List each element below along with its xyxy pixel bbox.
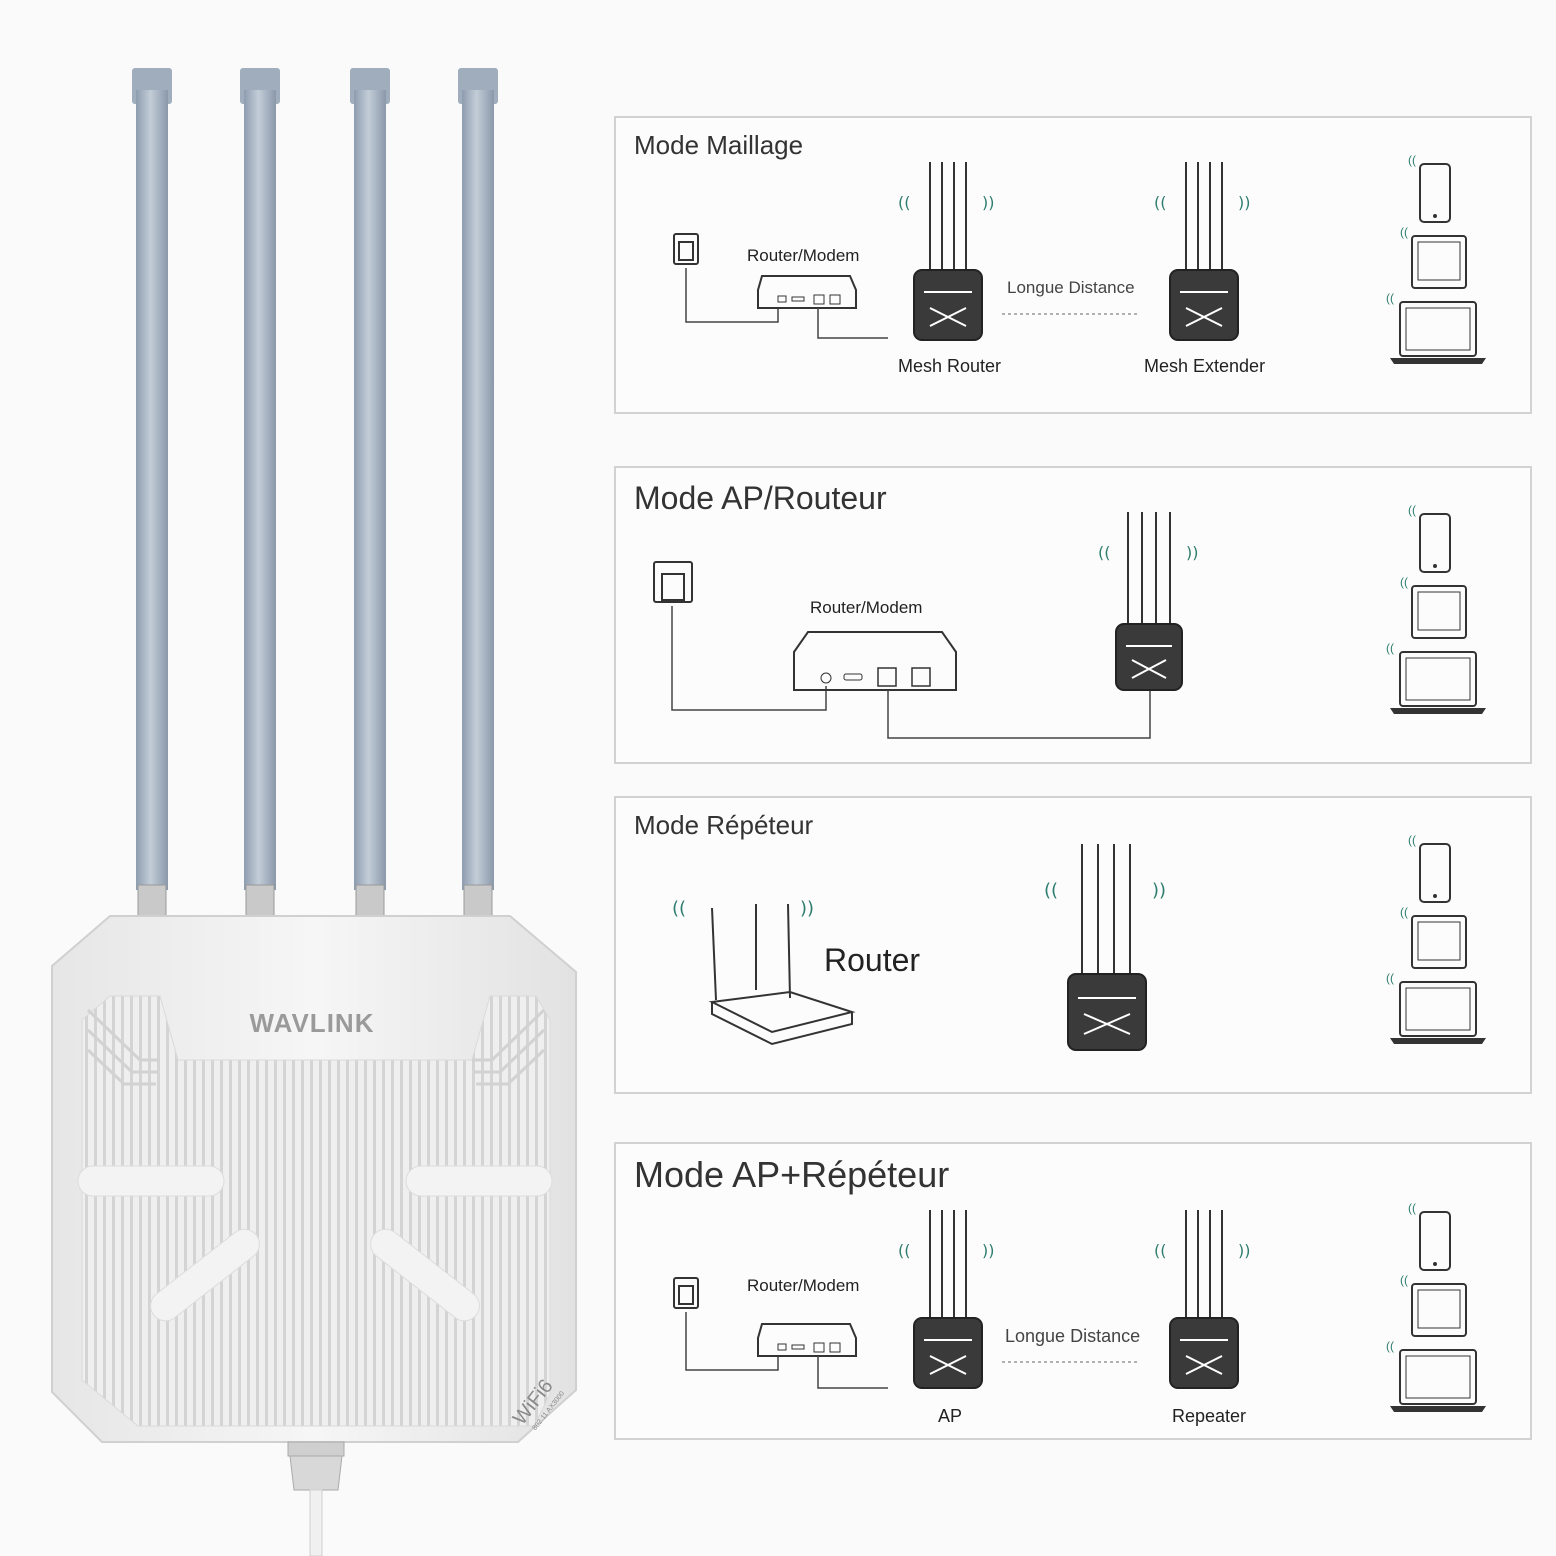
- distance-label: Longue Distance: [1005, 1326, 1141, 1346]
- ap-label: AP: [938, 1406, 963, 1426]
- mesh-extender-icon: (( )): [1154, 162, 1250, 341]
- svg-text:((: ((: [1154, 193, 1166, 212]
- tablet-icon: ((: [1400, 905, 1467, 969]
- laptop-icon: ((: [1386, 1339, 1486, 1412]
- wall-outlet-icon: [653, 561, 693, 603]
- repeater-node-icon: (( )): [1044, 844, 1166, 1051]
- svg-text:((: ((: [1386, 1339, 1394, 1353]
- svg-text:)): )): [1238, 193, 1250, 212]
- tablet-icon: ((: [1400, 225, 1467, 289]
- mesh-router-label: Mesh Router: [898, 356, 1002, 376]
- mesh-extender-label: Mesh Extender: [1144, 356, 1266, 376]
- modem-icon: [757, 1323, 857, 1357]
- svg-text:((: ((: [1386, 641, 1394, 655]
- svg-text:((: ((: [1154, 1241, 1166, 1260]
- svg-text:((: ((: [672, 898, 686, 919]
- svg-text:((: ((: [1400, 905, 1408, 919]
- modem-label: Router/Modem: [747, 246, 860, 265]
- client-devices: (( (( ((: [1386, 833, 1486, 1044]
- phone-icon: ((: [1408, 153, 1451, 223]
- phone-icon: ((: [1408, 833, 1451, 903]
- repeater-label: Repeater: [1172, 1406, 1247, 1426]
- panel-title: Mode AP+Répéteur: [634, 1154, 950, 1195]
- svg-text:((: ((: [1400, 225, 1408, 239]
- panel-title: Mode Répéteur: [634, 810, 814, 840]
- wavlink-outdoor-router-illustration: WAVLINK WiFi6 802.11 AX3000: [51, 68, 577, 1556]
- distance-dashed-line: [1002, 1361, 1138, 1363]
- wall-outlet-icon: [673, 1277, 699, 1309]
- laptop-icon: ((: [1386, 291, 1486, 364]
- tablet-icon: ((: [1400, 1273, 1467, 1337]
- modem-icon: [793, 631, 957, 691]
- phone-icon: ((: [1408, 503, 1451, 573]
- client-devices: (( (( ((: [1386, 153, 1486, 364]
- client-devices: (( (( ((: [1386, 503, 1486, 714]
- distance-dashed-line: [1002, 313, 1138, 315]
- laptop-icon: ((: [1386, 641, 1486, 714]
- svg-text:)): )): [982, 193, 994, 212]
- wifi-router-icon: (( )): [672, 898, 856, 1046]
- modem-icon: [757, 275, 857, 309]
- modem-label: Router/Modem: [747, 1276, 860, 1295]
- router-node-icon: (( )): [1098, 512, 1198, 691]
- svg-text:((: ((: [1408, 1201, 1416, 1215]
- antenna-group: [132, 68, 498, 918]
- tablet-icon: ((: [1400, 575, 1467, 639]
- distance-label: Longue Distance: [1007, 278, 1135, 297]
- panel-title: Mode AP/Routeur: [634, 480, 887, 516]
- wall-outlet-modem-diagram: [673, 233, 888, 339]
- svg-text:)): )): [800, 898, 814, 919]
- svg-text:)): )): [982, 1241, 994, 1260]
- router-label: Router: [824, 942, 921, 978]
- ap-node-icon: (( )): [898, 1210, 994, 1389]
- svg-text:((: ((: [898, 1241, 910, 1260]
- svg-text:((: ((: [898, 193, 910, 212]
- wall-outlet-modem-diagram: [653, 561, 1151, 739]
- panel-mode-ap-routeur: Mode AP/Routeur Router/Modem (( )) (( ((…: [614, 466, 1532, 764]
- svg-text:((: ((: [1386, 971, 1394, 985]
- repeater-node-icon: (( )): [1154, 1210, 1250, 1389]
- svg-text:)): )): [1238, 1241, 1250, 1260]
- wall-outlet-icon: [673, 233, 699, 265]
- svg-text:)): )): [1152, 880, 1166, 901]
- client-devices: (( (( ((: [1386, 1201, 1486, 1412]
- panel-title: Mode Maillage: [634, 130, 804, 160]
- svg-text:((: ((: [1386, 291, 1394, 305]
- svg-text:((: ((: [1400, 1273, 1408, 1287]
- svg-text:((: ((: [1408, 503, 1416, 517]
- svg-text:((: ((: [1408, 153, 1416, 167]
- panel-mode-repeteur: Mode Répéteur (( )) Router (( )) (( (( (…: [614, 796, 1532, 1094]
- svg-text:((: ((: [1098, 543, 1110, 562]
- svg-text:((: ((: [1400, 575, 1408, 589]
- wall-outlet-modem-diagram: [673, 1277, 888, 1389]
- modem-label: Router/Modem: [810, 598, 923, 617]
- svg-text:((: ((: [1408, 833, 1416, 847]
- panel-mode-maillage: Mode Maillage Router/Modem (( )) Mesh Ro…: [614, 116, 1532, 414]
- brand-logo: WAVLINK: [250, 1008, 375, 1038]
- laptop-icon: ((: [1386, 971, 1486, 1044]
- svg-text:((: ((: [1044, 880, 1058, 901]
- phone-icon: ((: [1408, 1201, 1451, 1271]
- panel-mode-ap-repeteur: Mode AP+Répéteur Router/Modem (( )) AP L…: [614, 1142, 1532, 1440]
- svg-text:)): )): [1186, 543, 1198, 562]
- mesh-router-icon: (( )): [898, 162, 994, 341]
